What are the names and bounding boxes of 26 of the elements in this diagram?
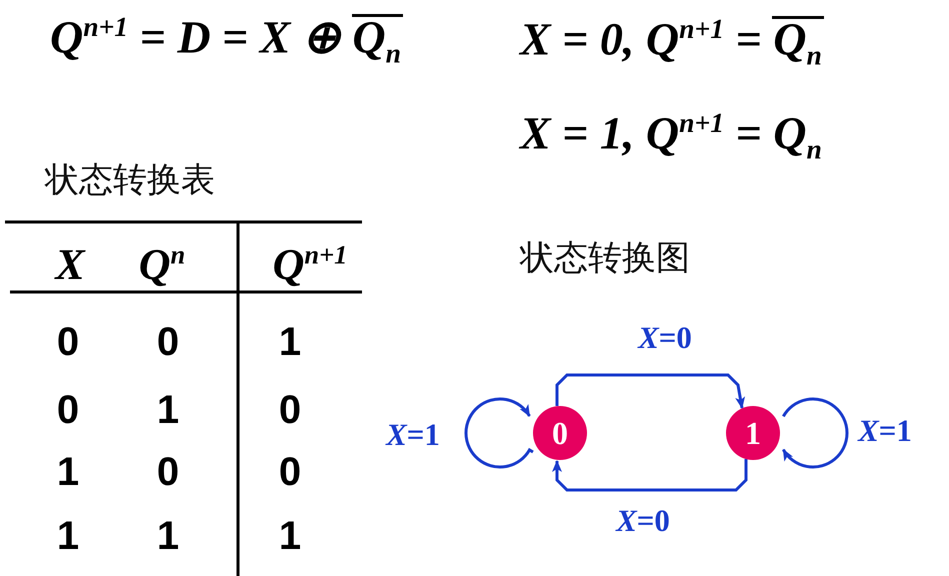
- table-cell: 1: [156, 514, 180, 558]
- state-circle: 0: [533, 406, 587, 460]
- equation: X = 1, Q$^{n+1}$ = Q$_{n}$: [520, 108, 822, 165]
- column-header: Q$^{n+1}$: [272, 240, 348, 290]
- table-cell: 0: [156, 320, 180, 364]
- state-circle: 1: [726, 406, 780, 460]
- equation: Q$^{n+1}$ = D = X ⊕ Q$_{n}$: [50, 12, 402, 69]
- section-label: 状态转换图: [520, 240, 690, 278]
- column-header: Q$^{n}$: [138, 240, 186, 290]
- column-header: X: [55, 240, 85, 290]
- table-cell: 1: [278, 320, 302, 364]
- table-cell: 1: [56, 514, 80, 558]
- table-cell: 1: [56, 450, 80, 494]
- transition-arrow: [556, 374, 746, 409]
- table-cell: 1: [156, 388, 180, 432]
- table-cell: 0: [56, 320, 80, 364]
- self-loop-arrow: [782, 398, 848, 468]
- transition-arrow: [552, 459, 748, 492]
- table-cell: 0: [156, 450, 180, 494]
- table-cell: 0: [278, 388, 302, 432]
- table-cell: 0: [278, 450, 302, 494]
- equation: X = 0, Q$^{n+1}$ = Q$_{n}$: [520, 14, 822, 71]
- table-cell: 1: [278, 514, 302, 558]
- self-loop-arrow: [464, 398, 534, 468]
- table-cell: 0: [56, 388, 80, 432]
- section-label: 状态转换表: [45, 162, 215, 200]
